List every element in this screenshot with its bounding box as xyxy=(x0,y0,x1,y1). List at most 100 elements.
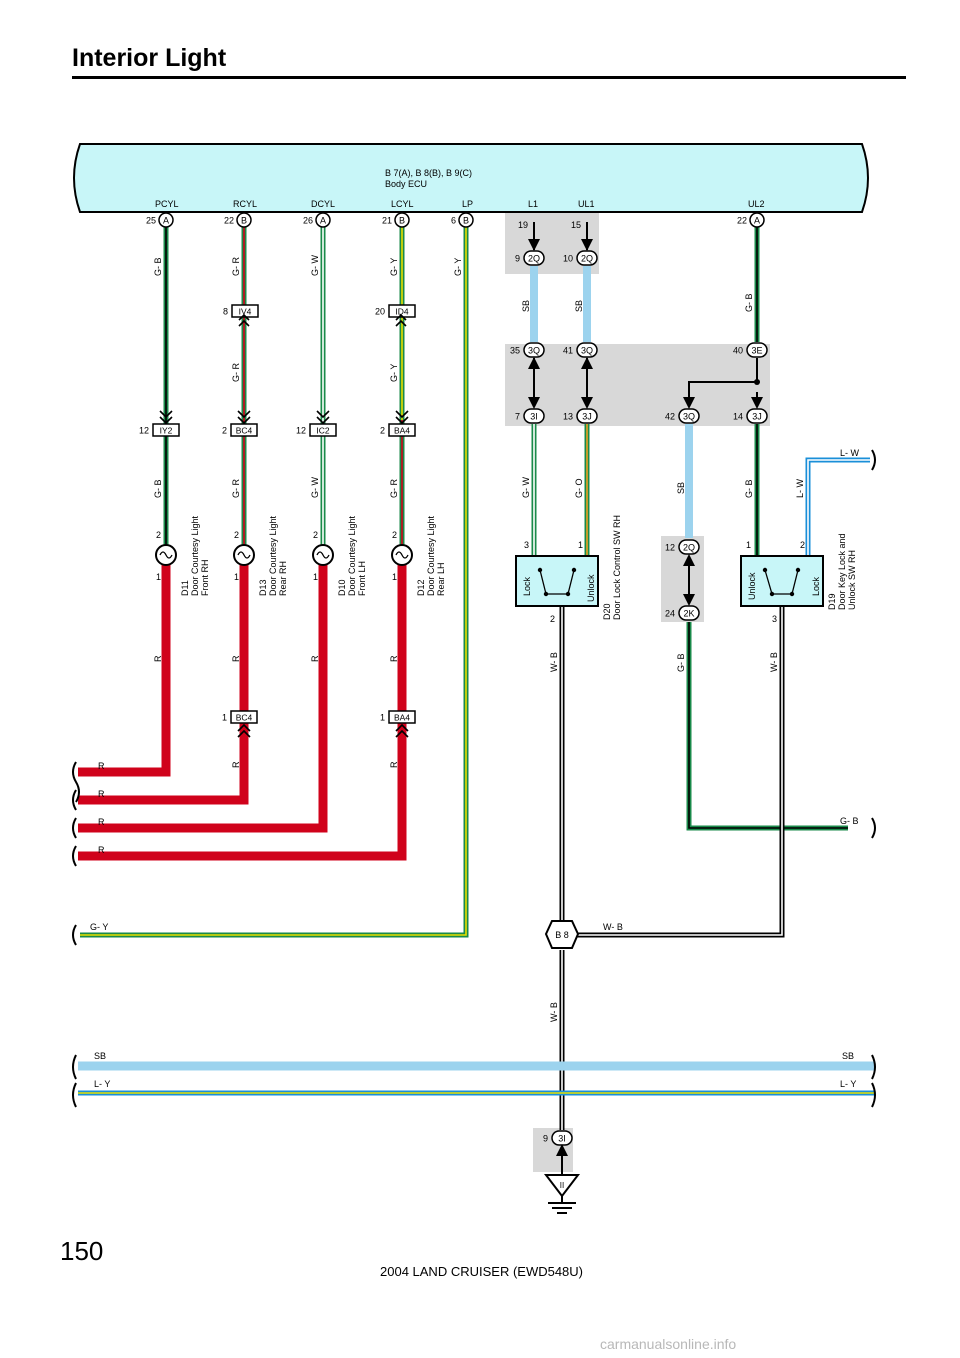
svg-text:G- Y: G- Y xyxy=(453,258,463,276)
svg-text:2: 2 xyxy=(550,614,555,624)
svg-text:Door Courtesy Light: Door Courtesy Light xyxy=(190,515,200,596)
svg-text:D12: D12 xyxy=(416,579,426,596)
svg-text:3Q: 3Q xyxy=(528,346,540,356)
wire-r xyxy=(78,565,328,833)
svg-text:12: 12 xyxy=(665,543,675,553)
svg-text:Unlock: Unlock xyxy=(586,574,596,602)
svg-text:1: 1 xyxy=(380,713,385,723)
svg-text:D10: D10 xyxy=(337,579,347,596)
svg-text:G- Y: G- Y xyxy=(90,922,108,932)
svg-text:1: 1 xyxy=(578,540,583,550)
svg-text:G- W: G- W xyxy=(310,255,320,276)
watermark: carmanualsonline.info xyxy=(600,1336,737,1352)
svg-text:2Q: 2Q xyxy=(528,254,540,264)
svg-text:G- R: G- R xyxy=(389,479,399,498)
switch-labels: D20 Door Lock Control SW RH D19 Door Key… xyxy=(602,515,857,620)
svg-text:A: A xyxy=(163,216,169,226)
svg-text:1: 1 xyxy=(392,572,397,582)
svg-text:9: 9 xyxy=(543,1134,548,1144)
svg-text:IC2: IC2 xyxy=(316,426,330,436)
svg-text:1: 1 xyxy=(234,572,239,582)
svg-text:R: R xyxy=(389,761,399,768)
wire-tracer xyxy=(576,600,783,936)
ecu-terminal: UL1 xyxy=(578,199,595,209)
svg-text:13: 13 xyxy=(563,412,573,422)
svg-text:ID4: ID4 xyxy=(395,307,409,317)
svg-text:Door Courtesy Light: Door Courtesy Light xyxy=(347,515,357,596)
ecu-terminal: LCYL xyxy=(391,199,414,209)
svg-text:1: 1 xyxy=(313,572,318,582)
svg-text:3Q: 3Q xyxy=(581,346,593,356)
svg-text:G- R: G- R xyxy=(231,257,241,276)
svg-text:26: 26 xyxy=(303,216,313,226)
svg-text:A: A xyxy=(754,216,760,226)
svg-text:35: 35 xyxy=(510,346,520,356)
svg-text:G- W: G- W xyxy=(310,477,320,498)
ecu-terminal: LP xyxy=(462,199,473,209)
svg-text:3J: 3J xyxy=(582,412,592,422)
lamp-labels: D11 Door Courtesy Light Front RH D13 Doo… xyxy=(180,515,446,596)
svg-text:42: 42 xyxy=(665,412,675,422)
svg-text:19: 19 xyxy=(518,220,528,230)
svg-text:22: 22 xyxy=(224,216,234,226)
switch-d20: Lock Unlock xyxy=(515,555,599,607)
splice-b8 xyxy=(544,920,580,949)
ecu-terminal: DCYL xyxy=(311,199,335,209)
svg-text:8: 8 xyxy=(223,307,228,317)
ecu-pins: A 25 B 22 A 26 B 21 B 6 19 15 A 22 xyxy=(146,212,765,230)
svg-text:IV4: IV4 xyxy=(239,307,252,317)
svg-text:D13: D13 xyxy=(258,579,268,596)
svg-text:W- B: W- B xyxy=(549,1002,559,1022)
svg-text:G- W: G- W xyxy=(521,477,531,498)
svg-text:2: 2 xyxy=(380,426,385,436)
svg-text:2: 2 xyxy=(392,530,397,540)
svg-text:B: B xyxy=(399,216,405,226)
svg-text:G- B: G- B xyxy=(153,257,163,276)
wire-color-labels-h: R R R R G- Y W- B L- W G- B SB L- Y SB L… xyxy=(90,448,860,1089)
title-rule xyxy=(72,76,906,79)
svg-text:D20: D20 xyxy=(602,603,612,620)
wire-r xyxy=(78,565,171,777)
ecu-terminal: RCYL xyxy=(233,199,257,209)
svg-text:G- B: G- B xyxy=(744,293,754,312)
svg-text:G- B: G- B xyxy=(744,479,754,498)
wire-color-labels: G- B G- R G- W G- Y G- Y G- R G- Y G- B … xyxy=(153,255,805,1022)
splice-label: B 8 xyxy=(555,930,569,940)
svg-text:3I: 3I xyxy=(530,412,538,422)
switch-d19: Unlock Lock xyxy=(740,555,824,607)
svg-text:R: R xyxy=(98,817,105,827)
ground-triangle xyxy=(543,1174,581,1198)
svg-text:12: 12 xyxy=(296,426,306,436)
svg-text:2: 2 xyxy=(222,426,227,436)
ecu-terminal: L1 xyxy=(528,199,538,209)
svg-text:SB: SB xyxy=(676,482,686,494)
svg-text:L- Y: L- Y xyxy=(840,1079,856,1089)
wire-r xyxy=(78,565,407,861)
ecu-terminal: PCYL xyxy=(155,199,179,209)
svg-text:1: 1 xyxy=(156,572,161,582)
svg-text:Front LH: Front LH xyxy=(357,561,367,596)
svg-text:2Q: 2Q xyxy=(581,254,593,264)
svg-text:R: R xyxy=(310,655,320,662)
svg-text:G- R: G- R xyxy=(231,363,241,382)
svg-text:Door Courtesy Light: Door Courtesy Light xyxy=(268,515,278,596)
svg-text:2: 2 xyxy=(156,530,161,540)
svg-text:R: R xyxy=(98,761,105,771)
page-number: 150 xyxy=(60,1236,104,1266)
svg-text:SB: SB xyxy=(574,300,584,312)
svg-text:G- Y: G- Y xyxy=(389,258,399,276)
wire-tracer xyxy=(80,222,467,936)
svg-text:12: 12 xyxy=(139,426,149,436)
footer-model: 2004 LAND CRUISER (EWD548U) xyxy=(380,1264,584,1279)
svg-text:Unlock: Unlock xyxy=(747,572,757,600)
svg-text:Door Key Lock and: Door Key Lock and xyxy=(837,533,847,610)
svg-text:A: A xyxy=(320,216,326,226)
svg-text:R: R xyxy=(153,655,163,662)
svg-text:22: 22 xyxy=(737,216,747,226)
ecu-terminal: UL2 xyxy=(748,199,765,209)
svg-text:L- W: L- W xyxy=(840,448,860,458)
svg-text:1: 1 xyxy=(746,540,751,550)
svg-text:L- W: L- W xyxy=(795,478,805,498)
wire-tracer xyxy=(688,622,848,829)
